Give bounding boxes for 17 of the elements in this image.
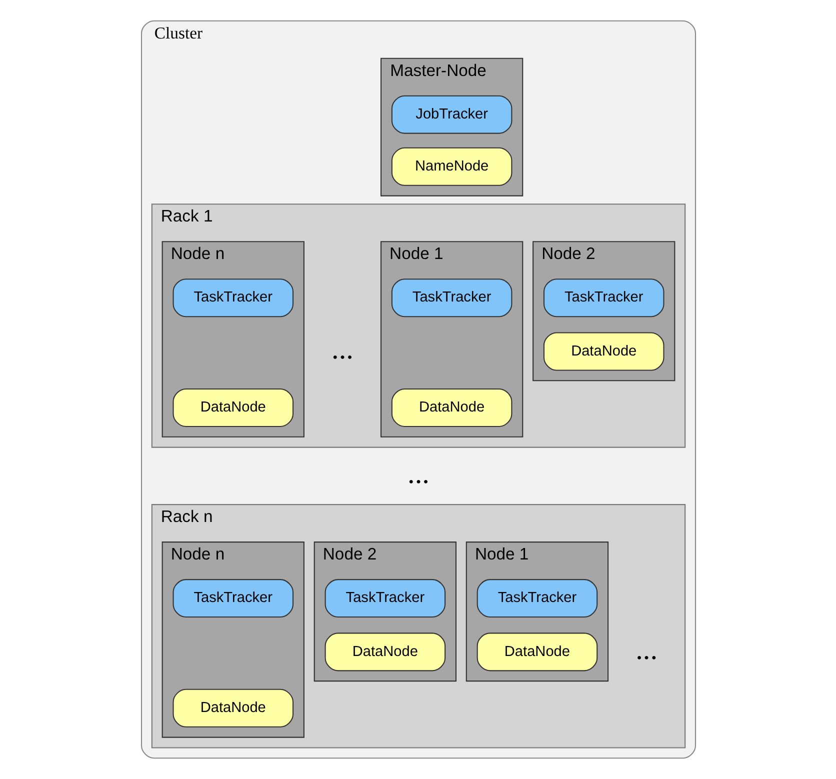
node-box: TaskTracker — [390, 278, 512, 318]
node-box: DataNode — [172, 688, 294, 728]
node-box: TaskTracker — [324, 579, 446, 618]
node-box: DataNode — [476, 632, 598, 672]
node-box: NameNode — [390, 147, 512, 186]
label: ... — [331, 334, 353, 366]
node-box: TaskTracker — [172, 278, 294, 318]
node-box: DataNode — [172, 388, 294, 427]
node-box: DataNode — [324, 632, 446, 672]
node-box: JobTracker — [390, 95, 512, 134]
label: ... — [635, 634, 657, 666]
node-box: DataNode — [390, 388, 512, 427]
label: ... — [407, 458, 429, 490]
node-box: TaskTracker — [172, 579, 294, 618]
node-box: DataNode — [542, 332, 664, 371]
node-box: TaskTracker — [542, 278, 664, 318]
node-box: TaskTracker — [476, 579, 598, 618]
